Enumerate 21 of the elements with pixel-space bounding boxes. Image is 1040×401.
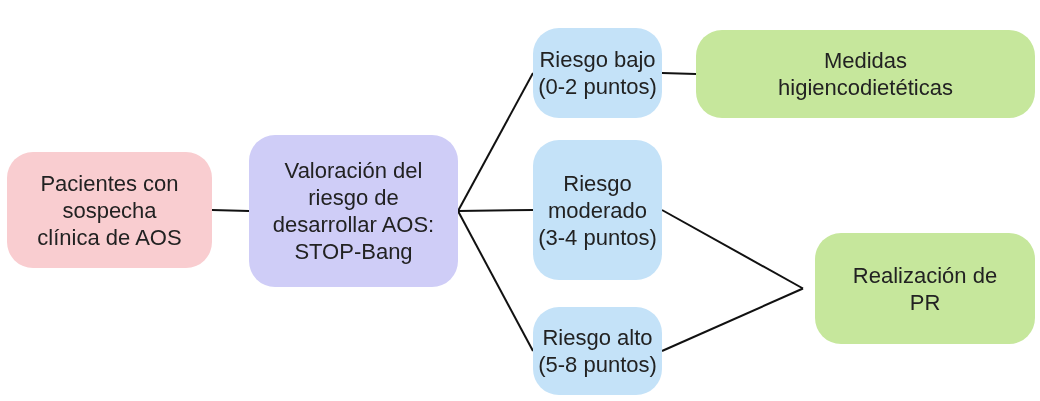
- node-label: Medidas higiencodietéticas: [777, 47, 954, 101]
- connector-line: [211, 209, 250, 212]
- connector-line: [457, 72, 534, 212]
- node-label: Pacientes con sospecha clínica de AOS: [36, 169, 183, 251]
- connector-line: [457, 209, 534, 212]
- risk-box: [533, 28, 662, 118]
- action-box: [696, 30, 1035, 118]
- risk-box: [533, 307, 662, 395]
- start-box: [7, 152, 212, 268]
- process-box: [249, 135, 458, 287]
- node-label: Riesgo bajo (0-2 puntos): [537, 46, 658, 100]
- connector-line: [661, 209, 804, 290]
- node-label: Realización de PR: [851, 261, 999, 316]
- node-label: Riesgo moderado (3-4 puntos): [537, 169, 658, 251]
- action-box: [815, 233, 1035, 344]
- risk-box: [533, 140, 662, 280]
- connector-line: [661, 72, 697, 75]
- connector-line: [661, 287, 804, 352]
- connector-line: [457, 210, 534, 352]
- node-label: Riesgo alto (5-8 puntos): [537, 324, 658, 378]
- node-label: Valoración del riesgo de desarrollar AOS: STOP-Bang: [271, 157, 436, 265]
